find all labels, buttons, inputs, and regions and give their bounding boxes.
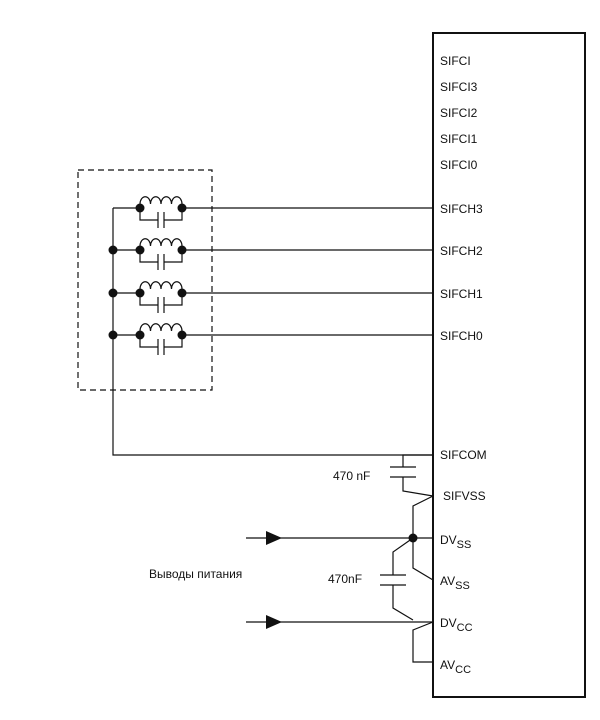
power-input-arrow-icon xyxy=(266,615,282,629)
pin-label-dvcc-base: DV xyxy=(440,616,457,630)
sifvss-dvss-wire xyxy=(412,495,434,539)
pin-label-sifci3: SIFCI3 xyxy=(440,80,478,94)
channel-sifch2-bus-dot xyxy=(108,245,118,255)
sif-cap-label: 470 nF xyxy=(333,469,370,483)
sifvss-cap-wire xyxy=(402,477,434,497)
channel-sifch0-left-dot xyxy=(135,330,145,340)
chip-body xyxy=(432,32,586,698)
power-pins-label: Выводы питания xyxy=(149,567,242,581)
pin-label-avcc: AVCC xyxy=(440,658,471,676)
dvcc-avcc-wire xyxy=(412,621,434,663)
pin-label-sifci0: SIFCI0 xyxy=(440,158,478,172)
pin-label-sifch3: SIFCH3 xyxy=(440,202,483,216)
channel-sifch3-right-dot xyxy=(177,203,187,213)
channel-sifch3-inductor-icon xyxy=(139,196,183,208)
channel-sifch0-right-dot xyxy=(177,330,187,340)
channel-sifch2-right-dot xyxy=(177,245,187,255)
channel-sifch2-left-dot xyxy=(135,245,145,255)
sensor-network-enclosure xyxy=(77,169,213,391)
pin-label-avss-sub: SS xyxy=(455,580,470,592)
pin-label-dvss: DVSS xyxy=(440,533,471,551)
pin-label-avss: AVSS xyxy=(440,574,470,592)
pin-label-dvss-sub: SS xyxy=(457,539,472,551)
channel-sifch1-bus-dot xyxy=(108,288,118,298)
channel-sifch1-inductor-icon xyxy=(139,281,183,293)
pin-label-sifch0: SIFCH0 xyxy=(440,329,483,343)
supply-cap-label: 470nF xyxy=(328,572,362,586)
channel-sifch2-inductor-icon xyxy=(139,238,183,250)
channel-sifch0-bus-dot xyxy=(108,330,118,340)
pin-label-sifch2: SIFCH2 xyxy=(440,244,483,258)
pin-label-dvcc: DVCC xyxy=(440,616,473,634)
supply-cap-top-wire xyxy=(392,537,414,575)
pin-label-sifvss: SIFVSS xyxy=(443,489,486,503)
channel-sifch3-left-dot xyxy=(135,203,145,213)
pin-label-sifci: SIFCI xyxy=(440,54,471,68)
channel-sifch1-left-dot xyxy=(135,288,145,298)
sifcom-cap-wire xyxy=(402,454,433,467)
supply-cap-bottom-wire xyxy=(392,585,414,621)
pin-label-sifcom: SIFCOM xyxy=(440,448,487,462)
channel-sifch0-inductor-icon xyxy=(139,323,183,335)
pin-label-sifci2: SIFCI2 xyxy=(440,106,478,120)
dvss-avss-wire xyxy=(412,538,434,581)
ground-input-arrow-icon xyxy=(266,531,282,545)
pin-label-sifci1: SIFCI1 xyxy=(440,132,478,146)
pin-label-dvss-base: DV xyxy=(440,533,457,547)
pin-label-avcc-base: AV xyxy=(440,658,455,672)
pin-label-avss-base: AV xyxy=(440,574,455,588)
pin-label-dvcc-sub: CC xyxy=(457,622,473,634)
pin-label-sifch1: SIFCH1 xyxy=(440,287,483,301)
pin-label-avcc-sub: CC xyxy=(455,664,471,676)
channel-sifch1-right-dot xyxy=(177,288,187,298)
sensor-channels xyxy=(108,196,433,355)
